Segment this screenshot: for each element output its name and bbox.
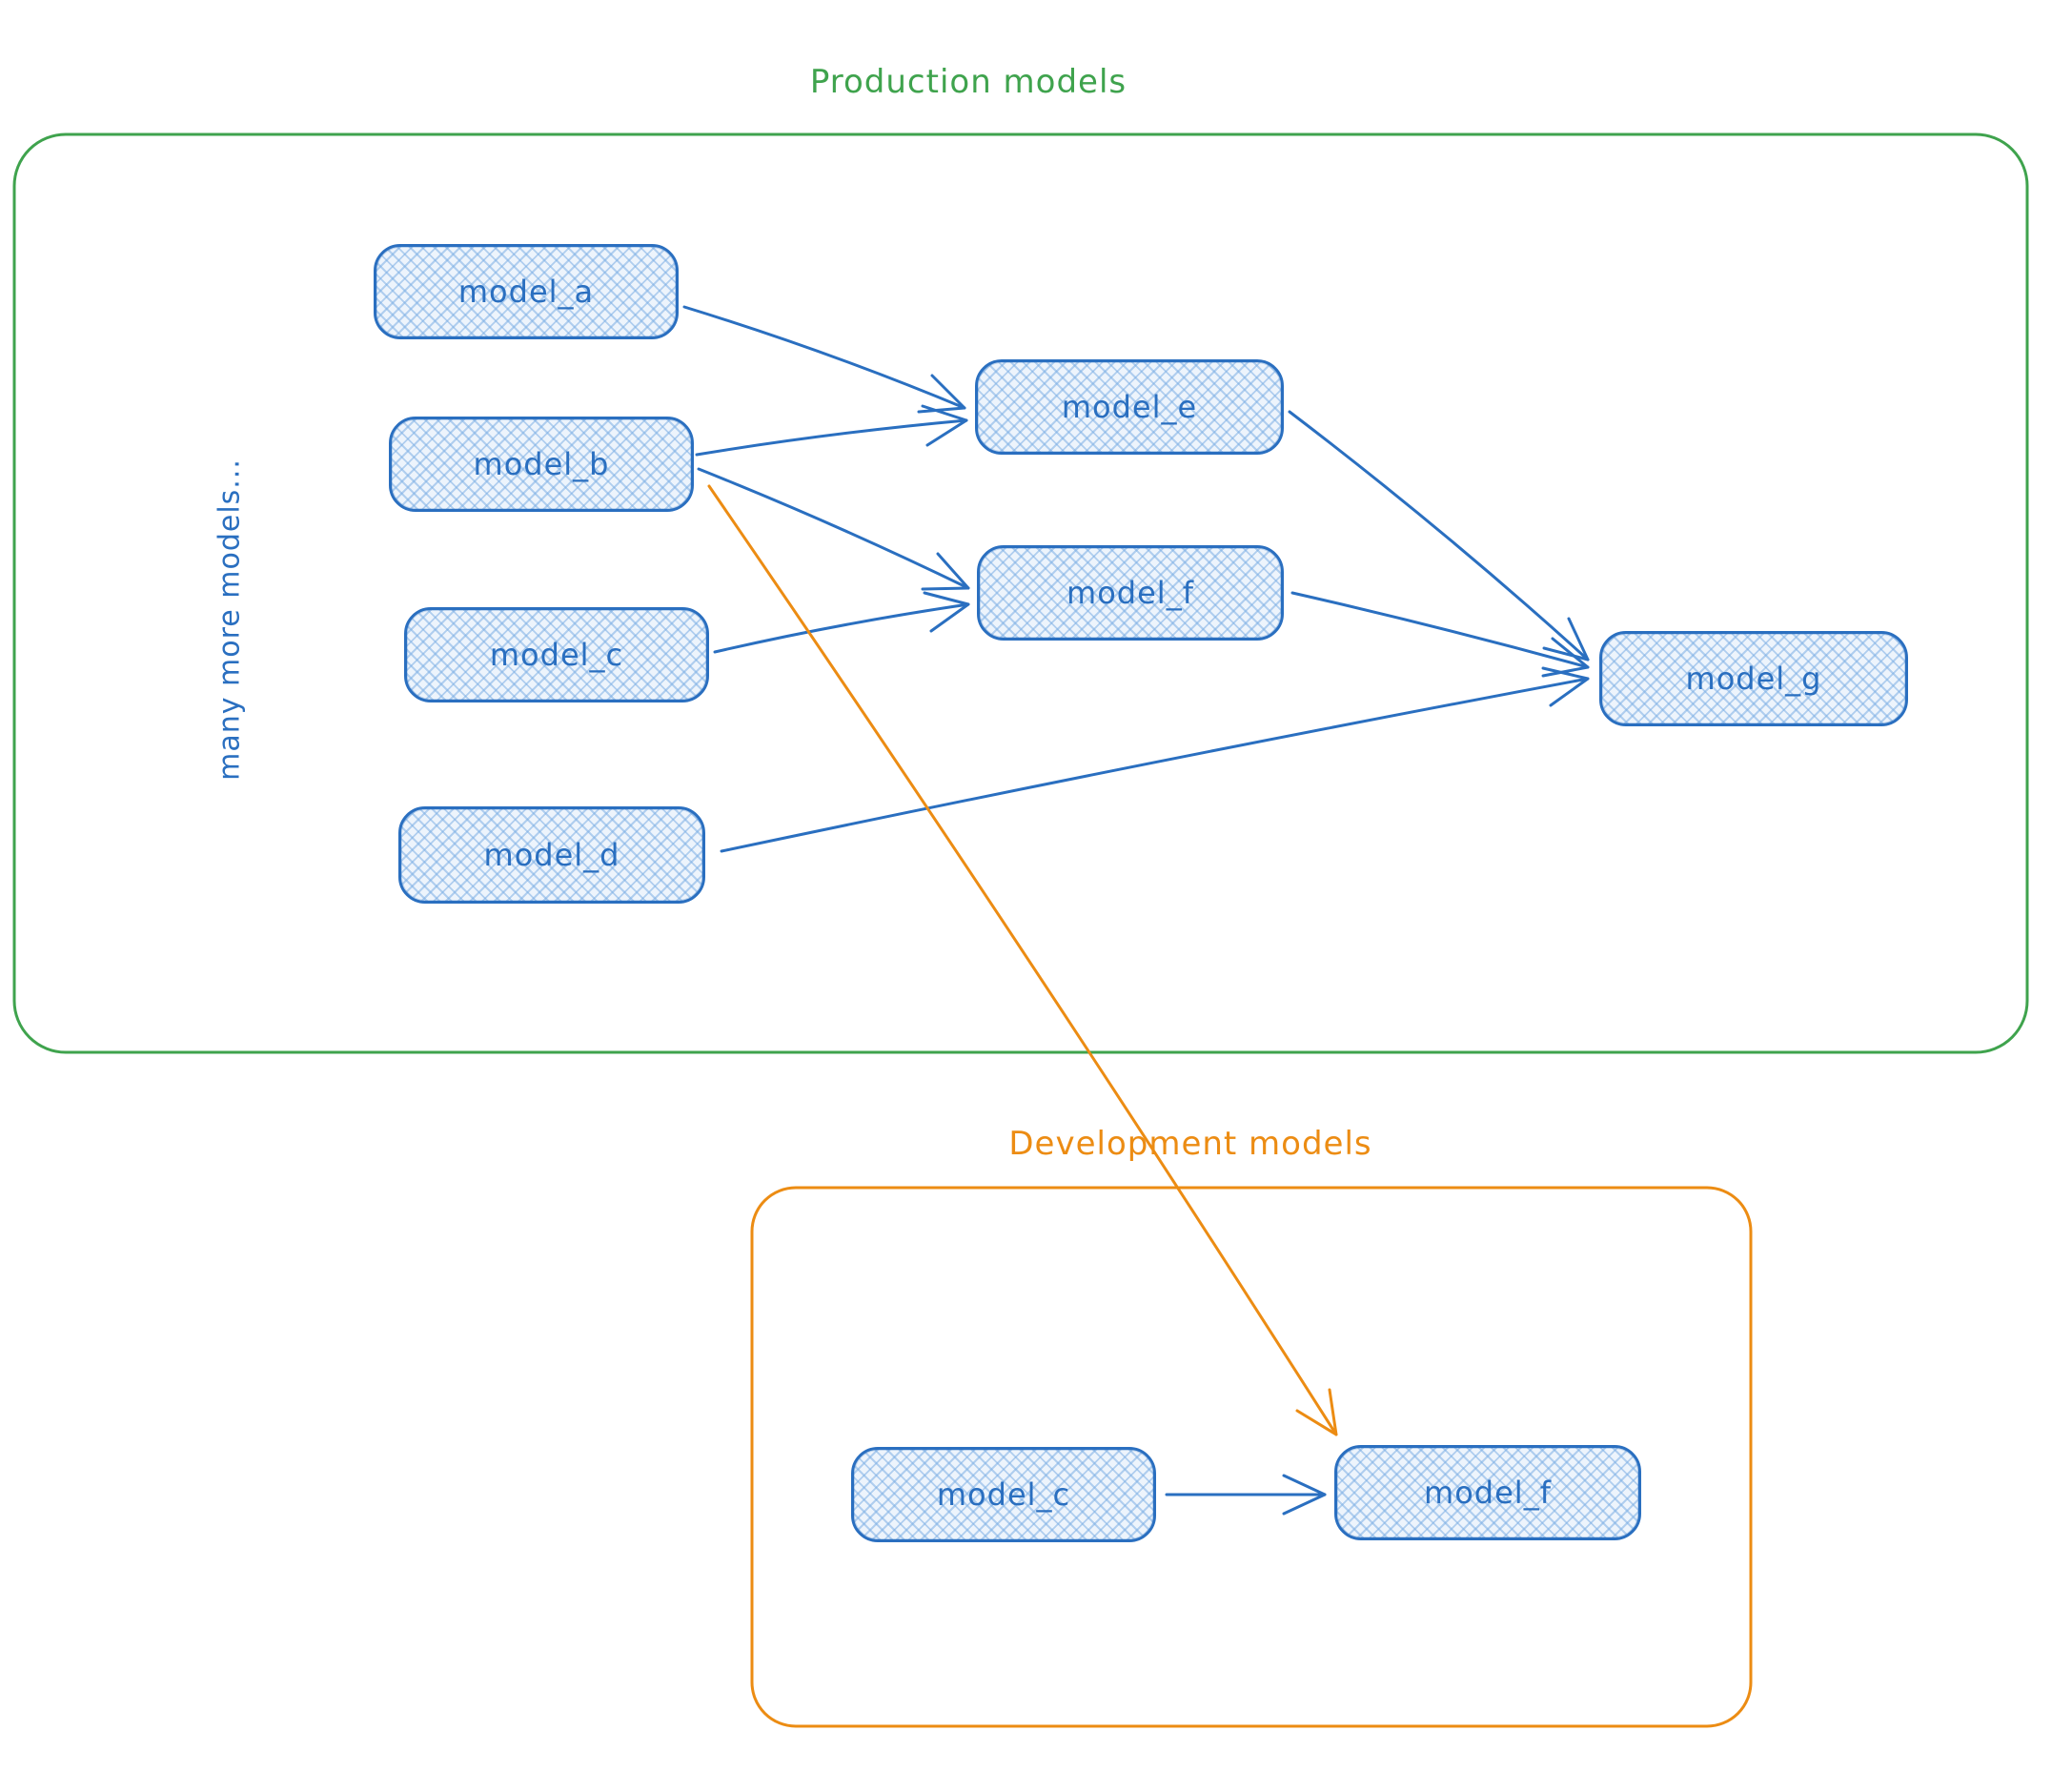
edge-model-c-to-model-f — [713, 591, 970, 654]
node-dev-model-c-label: model_c — [936, 1476, 1071, 1513]
edge-model-b-to-model-e — [695, 404, 968, 457]
node-model-c-label: model_c — [489, 637, 624, 673]
node-model-g: model_g — [1599, 631, 1908, 726]
development-group-title: Development models — [1008, 1125, 1372, 1163]
node-dev-model-c: model_c — [851, 1447, 1156, 1542]
production-container-outline — [12, 132, 2029, 1054]
node-model-d-label: model_d — [483, 837, 620, 873]
node-dev-model-f: model_f — [1334, 1445, 1641, 1540]
edge-model-d-to-model-g — [720, 666, 1590, 853]
node-model-f-label: model_f — [1066, 575, 1194, 611]
node-model-f: model_f — [977, 545, 1284, 641]
node-model-b-label: model_b — [473, 446, 610, 482]
node-dev-model-f-label: model_f — [1424, 1475, 1552, 1511]
edge-dev-model-c-to-dev-model-f — [1165, 1474, 1327, 1516]
node-model-c: model_c — [404, 607, 709, 702]
many-more-models-note: many more models... — [213, 458, 247, 781]
edge-model-e-to-model-g — [1288, 410, 1590, 662]
node-model-e: model_e — [975, 359, 1284, 455]
development-container-outline — [750, 1186, 1753, 1728]
node-model-a: model_a — [374, 244, 679, 339]
node-model-d: model_d — [398, 806, 705, 904]
edge-model-a-to-model-e — [682, 305, 966, 414]
edge-model-b-to-dev-model-f — [707, 484, 1338, 1436]
edge-model-b-to-model-f — [697, 467, 970, 591]
node-model-e-label: model_e — [1061, 389, 1198, 425]
production-group-title: Production models — [809, 63, 1127, 101]
node-model-g-label: model_g — [1685, 661, 1822, 697]
node-model-b: model_b — [389, 417, 694, 512]
node-model-a-label: model_a — [457, 274, 595, 310]
edge-model-f-to-model-g — [1290, 591, 1590, 678]
